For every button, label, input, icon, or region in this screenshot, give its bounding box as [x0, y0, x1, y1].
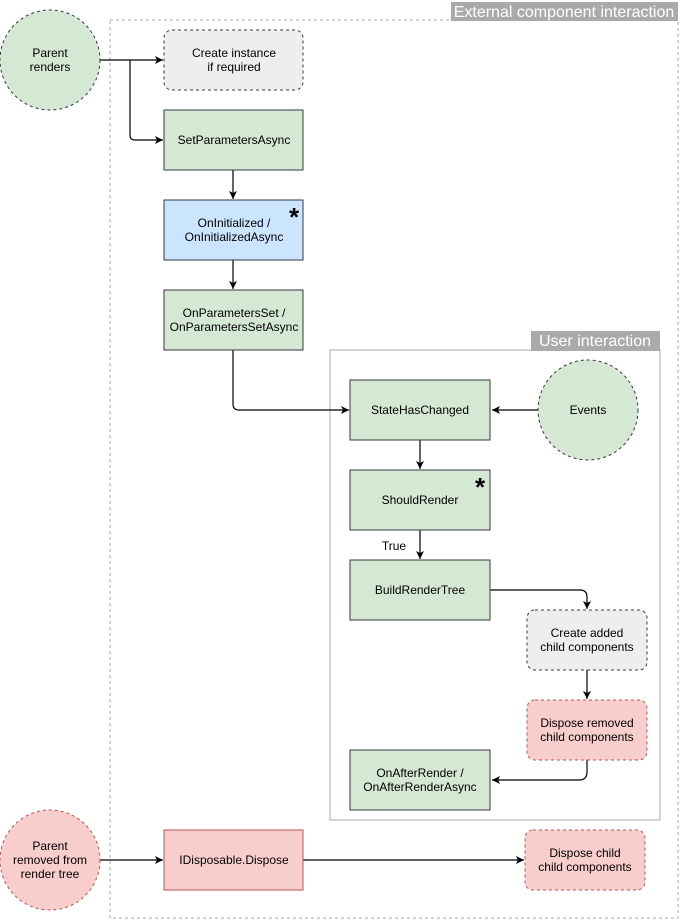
parent-removed-line: render tree: [21, 867, 80, 881]
create-added-line: Create added: [551, 626, 624, 640]
external-frame-title-bg: [451, 2, 678, 21]
node-should-render-label: ShouldRender: [382, 493, 459, 507]
node-idisposable-dispose-label: IDisposable.Dispose: [179, 853, 289, 867]
build-render-tree-line: BuildRenderTree: [375, 583, 466, 597]
node-on-parameters-set-label: OnParametersSet /OnParametersSetAsync: [170, 306, 299, 334]
create-instance-line: Create instance: [192, 46, 276, 60]
create-added-line: child components: [540, 640, 633, 654]
parent-removed-line: Parent: [32, 839, 68, 853]
node-on-initialized-marker: *: [289, 202, 300, 232]
node-on-after-render-label: OnAfterRender /OnAfterRenderAsync: [363, 766, 476, 794]
user-interaction-frame: User interaction: [329, 331, 661, 821]
idisposable-line: IDisposable.Dispose: [179, 853, 289, 867]
on-initialized-line: OnInitialized /: [198, 216, 271, 230]
parent-renders-line: Parent: [32, 46, 68, 60]
on-initialized-line: OnInitializedAsync: [185, 230, 284, 244]
edge-build-tree-to-create-added: [490, 589, 591, 609]
node-state-has-changed: StateHasChanged: [349, 379, 491, 441]
dispose-removed-line: Dispose removed: [540, 716, 633, 730]
edges: True: [100, 56, 591, 864]
on-parameters-set-line: OnParametersSetAsync: [170, 320, 299, 334]
node-should-render-marker: *: [475, 472, 486, 502]
node-events: Events: [537, 359, 639, 461]
user-frame-title: User interaction: [539, 333, 651, 350]
external-component-frame: External component interaction: [109, 2, 679, 919]
events-line: Events: [570, 403, 607, 417]
node-should-render: ShouldRender *: [349, 469, 491, 531]
on-after-render-line: OnAfterRender /: [376, 766, 464, 780]
edge-parameters-set-to-state-changed: [232, 350, 349, 414]
edge-dispose-removed-to-after-render: [492, 760, 588, 784]
set-parameters-line: SetParametersAsync: [178, 133, 291, 147]
edge-label-true: True: [382, 539, 407, 553]
node-idisposable-dispose: IDisposable.Dispose: [163, 829, 304, 891]
node-build-render-tree-label: BuildRenderTree: [375, 583, 466, 597]
node-state-has-changed-label: StateHasChanged: [371, 403, 469, 417]
parent-renders-line: renders: [30, 60, 71, 74]
node-build-render-tree: BuildRenderTree: [349, 559, 491, 621]
dispose-child-line: Dispose child: [549, 846, 620, 860]
node-on-after-render: OnAfterRender /OnAfterRenderAsync: [349, 749, 491, 811]
node-set-parameters-async: SetParametersAsync: [163, 109, 304, 171]
edge-parent-to-set-parameters: [129, 60, 163, 144]
on-parameters-set-line: OnParametersSet /: [183, 306, 286, 320]
state-has-changed-line: StateHasChanged: [371, 403, 469, 417]
node-on-initialized: OnInitialized /OnInitializedAsync *: [163, 199, 304, 261]
external-frame-title: External component interaction: [454, 4, 675, 21]
on-after-render-line: OnAfterRenderAsync: [363, 780, 476, 794]
create-instance-line: if required: [207, 60, 260, 74]
node-on-initialized-label: OnInitialized /OnInitializedAsync: [185, 216, 284, 244]
dispose-removed-line: child components: [540, 730, 633, 744]
user-frame-title-bg: [531, 331, 660, 351]
parent-removed-line: removed from: [13, 853, 87, 867]
node-events-label: Events: [570, 403, 607, 417]
node-on-parameters-set: OnParametersSet /OnParametersSetAsync: [163, 289, 304, 351]
should-render-line: ShouldRender: [382, 493, 459, 507]
dispose-child-line: child components: [538, 860, 631, 874]
node-set-parameters-async-label: SetParametersAsync: [178, 133, 291, 147]
